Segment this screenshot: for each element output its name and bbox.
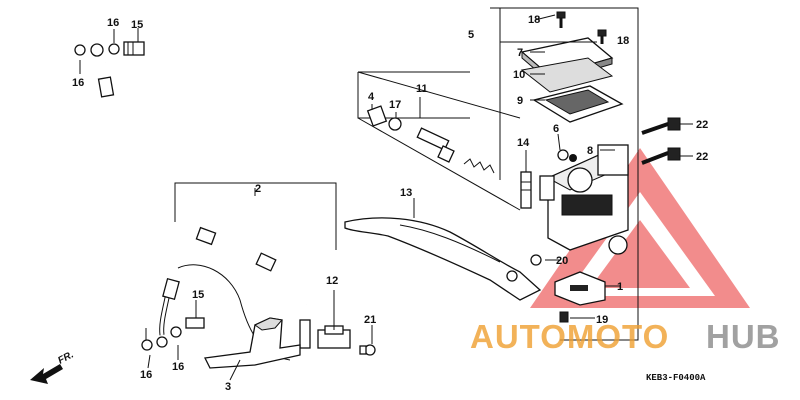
callout-22-b: 22 [696, 151, 708, 163]
front-direction-label: FR. [56, 349, 75, 366]
callout-7: 7 [517, 47, 523, 59]
switch-screw [559, 311, 569, 323]
brake-lever [344, 217, 542, 301]
brake-light-switch [554, 271, 606, 306]
front-direction-arrow-icon: FR. [30, 349, 76, 384]
callout-17: 17 [389, 99, 401, 111]
callout-labels: 1 2 3 4 5 6 7 8 9 10 11 12 13 14 15 15 1… [72, 14, 708, 393]
callout-8: 8 [587, 145, 593, 157]
callout-16-bottom-a: 16 [140, 369, 152, 381]
pivot-bolt [520, 171, 532, 209]
callout-21: 21 [364, 314, 376, 326]
pipe-joint-clamp [317, 325, 376, 356]
callout-19: 19 [596, 314, 608, 326]
drawing-code: KEB3-F0400A [646, 373, 706, 383]
holder-bolt [641, 117, 681, 165]
callout-9: 9 [517, 95, 523, 107]
callout-15-top: 15 [131, 19, 143, 31]
watermark-text-secondary: HUB [706, 318, 781, 355]
watermark-text-primary: AUTOMOTO [470, 318, 669, 355]
callout-16-bottom-b: 16 [172, 361, 184, 373]
watermark-text: AUTOMOTO HUB [470, 318, 781, 355]
callout-3: 3 [225, 381, 231, 393]
diaphragm [532, 85, 624, 123]
boot-grommet [557, 149, 577, 162]
callout-18-b: 18 [617, 35, 629, 47]
callout-1: 1 [617, 281, 623, 293]
brake-hose [97, 61, 311, 349]
banjo-bolt-top [74, 41, 145, 57]
callout-22-a: 22 [696, 119, 708, 131]
callout-2: 2 [255, 183, 261, 195]
callout-10: 10 [513, 69, 525, 81]
callout-14: 14 [517, 137, 530, 149]
callout-16-top-b: 16 [72, 77, 84, 89]
callout-18-a: 18 [528, 14, 540, 26]
callout-12: 12 [326, 275, 338, 287]
cap-screw [556, 11, 607, 44]
watermark-logo-icon [530, 148, 750, 308]
callout-15-bottom: 15 [192, 289, 204, 301]
callout-11: 11 [416, 83, 428, 95]
brake-pipe [141, 264, 301, 369]
master-cylinder-body [539, 144, 629, 255]
piston-set [366, 105, 495, 174]
callout-16-top-a: 16 [107, 17, 119, 29]
callout-6: 6 [553, 123, 559, 135]
callout-4: 4 [368, 91, 375, 103]
callout-5: 5 [468, 29, 474, 41]
callout-13: 13 [400, 187, 412, 199]
washer-nut [530, 254, 542, 266]
diaphragm-plate [520, 57, 614, 93]
callout-20: 20 [556, 255, 568, 267]
